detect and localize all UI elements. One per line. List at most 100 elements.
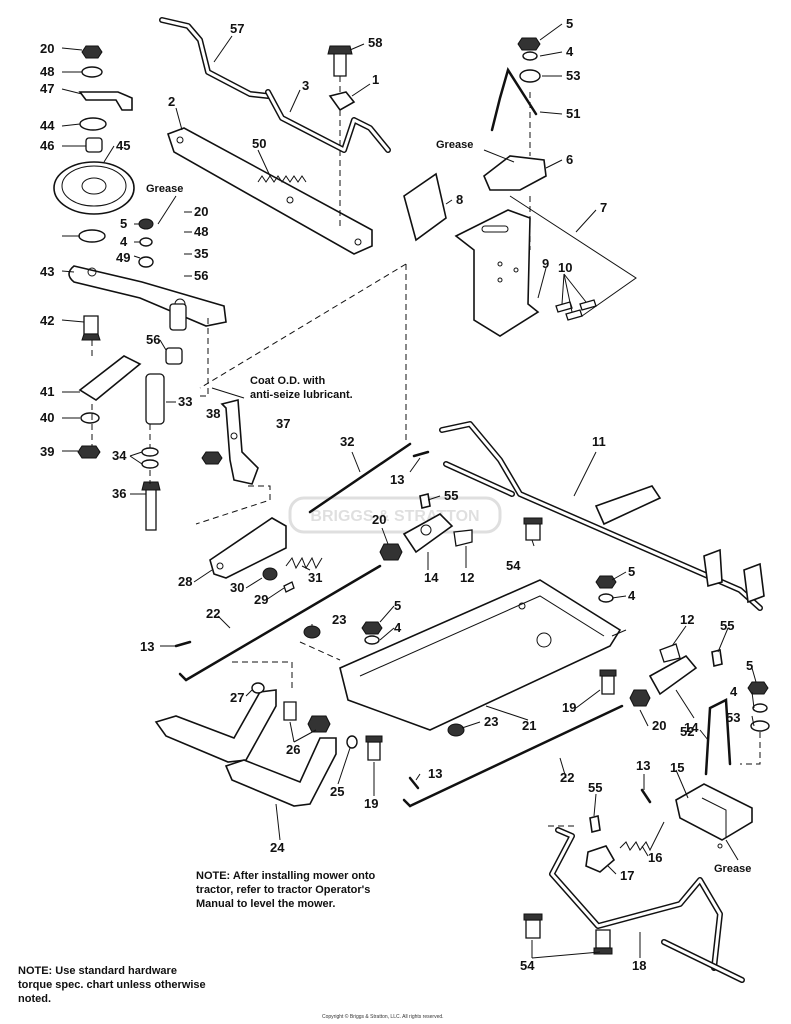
trunnion-14-upper <box>402 513 454 554</box>
pin-12-lower <box>659 643 681 663</box>
spring-16 <box>619 821 665 852</box>
washer-40 <box>80 412 100 424</box>
callout-23-upper: 23 <box>332 612 346 627</box>
callout-39: 39 <box>40 444 54 459</box>
callout-5-lowright: 5 <box>746 658 753 673</box>
washer-4-right-top <box>522 51 538 61</box>
callout-9: 9 <box>542 256 549 271</box>
callout-28: 28 <box>178 574 192 589</box>
spring-50 <box>257 175 307 183</box>
callout-24: 24 <box>270 840 285 855</box>
callout-5-center: 5 <box>628 564 635 579</box>
callout-52: 52 <box>680 724 694 739</box>
callout-22-lower: 22 <box>560 770 574 785</box>
callout-25: 25 <box>330 784 344 799</box>
callout-44-top: 44 <box>40 118 55 133</box>
callout-8: 8 <box>456 192 463 207</box>
callout-16: 16 <box>648 850 662 865</box>
deck-bracket-21 <box>339 579 622 731</box>
pin-55-right <box>711 649 723 667</box>
callout-18: 18 <box>632 958 646 973</box>
callout-30: 30 <box>230 580 244 595</box>
washer-4-center <box>598 593 614 603</box>
pin-13-low-center <box>408 776 420 790</box>
lower-right-assembly <box>523 681 770 983</box>
upper-center-assembly <box>159 17 407 440</box>
washer-53-lowright <box>750 720 770 732</box>
washer-44-top <box>79 117 107 131</box>
tab-11-b <box>703 548 723 588</box>
callout-55-low: 55 <box>588 780 602 795</box>
callout-5-topright: 5 <box>566 16 573 31</box>
callout-20-lower: 20 <box>652 718 666 733</box>
bolt-36 <box>145 485 157 531</box>
callout-31: 31 <box>308 570 322 585</box>
coat-label-line2: anti-seize lubricant. <box>250 389 353 401</box>
callout-20-center: 20 <box>372 512 386 527</box>
washer-34-a <box>141 447 159 457</box>
bolt-54-mid <box>525 521 541 541</box>
callout-26: 26 <box>286 742 300 757</box>
washer-53-right-top <box>519 69 541 83</box>
callout-54-mid: 54 <box>506 558 521 573</box>
coat-label-line1: Coat O.D. with <box>250 375 325 387</box>
callout-32: 32 <box>340 434 354 449</box>
callout-27: 27 <box>230 690 244 705</box>
bolt-42 <box>83 315 99 335</box>
bolt-10-b <box>565 309 583 321</box>
idler-arm-43 <box>68 265 227 327</box>
callout-12-lower: 12 <box>680 612 694 627</box>
knob-17 <box>585 845 616 873</box>
note-level-mower: NOTE: After installing mower onto tracto… <box>196 870 376 910</box>
callout-7: 7 <box>600 200 607 215</box>
lift-bar-2 <box>166 127 373 255</box>
callout-29: 29 <box>254 592 268 607</box>
middle-brackets <box>195 398 431 593</box>
fitting-49 <box>138 256 154 268</box>
callout-42: 42 <box>40 313 54 328</box>
callout-41: 41 <box>40 384 54 399</box>
callout-11: 11 <box>592 434 606 449</box>
callout-57: 57 <box>230 21 244 36</box>
link-24-b <box>224 737 337 807</box>
callout-23-lower: 23 <box>484 714 498 729</box>
spacer-56-lower <box>165 347 183 365</box>
pin-55-low <box>589 815 601 833</box>
washer-48-top <box>81 66 103 78</box>
nut-23-a <box>303 625 321 639</box>
callout-20-left: 20 <box>40 41 54 56</box>
callout-56-left: 56 <box>146 332 160 347</box>
washer-4-left <box>139 237 153 247</box>
washer-44-bottom <box>78 229 106 243</box>
callout-55-right: 55 <box>720 618 734 633</box>
left-hardware-stack <box>53 45 227 531</box>
callout-21: 21 <box>522 718 536 733</box>
pulley-45-outer <box>53 161 135 215</box>
tab-11-a <box>594 485 662 526</box>
bracket-6 <box>483 155 547 191</box>
callout-19-right: 19 <box>562 700 576 715</box>
pin-13-low-right <box>640 788 652 804</box>
callout-10: 10 <box>558 260 572 275</box>
pin-55-mid <box>419 493 431 509</box>
nut-20-top <box>81 45 103 59</box>
nut-38 <box>201 451 223 465</box>
clip-1 <box>328 91 356 112</box>
bracket-37 <box>220 398 259 485</box>
callout-5-mid: 5 <box>394 598 401 613</box>
spring-31 <box>285 556 323 570</box>
bolt-39 <box>77 445 101 459</box>
grease-label-left: Grease <box>146 183 183 195</box>
bracket-47 <box>78 91 133 111</box>
rod-22-lower <box>408 704 624 808</box>
grease-label-top: Grease <box>436 139 473 151</box>
callout-6: 6 <box>566 152 573 167</box>
bolt-10-c <box>555 301 573 313</box>
callout-34: 34 <box>112 448 127 463</box>
callout-38: 38 <box>206 406 220 421</box>
svg-text:BRIGGS & STRATTON: BRIGGS & STRATTON <box>310 508 479 525</box>
callout-15: 15 <box>670 760 684 775</box>
bracket-7 <box>454 209 540 337</box>
text-labels: Grease Grease Grease Coat O.D. with anti… <box>146 139 751 875</box>
pin-13-mid <box>412 450 430 458</box>
